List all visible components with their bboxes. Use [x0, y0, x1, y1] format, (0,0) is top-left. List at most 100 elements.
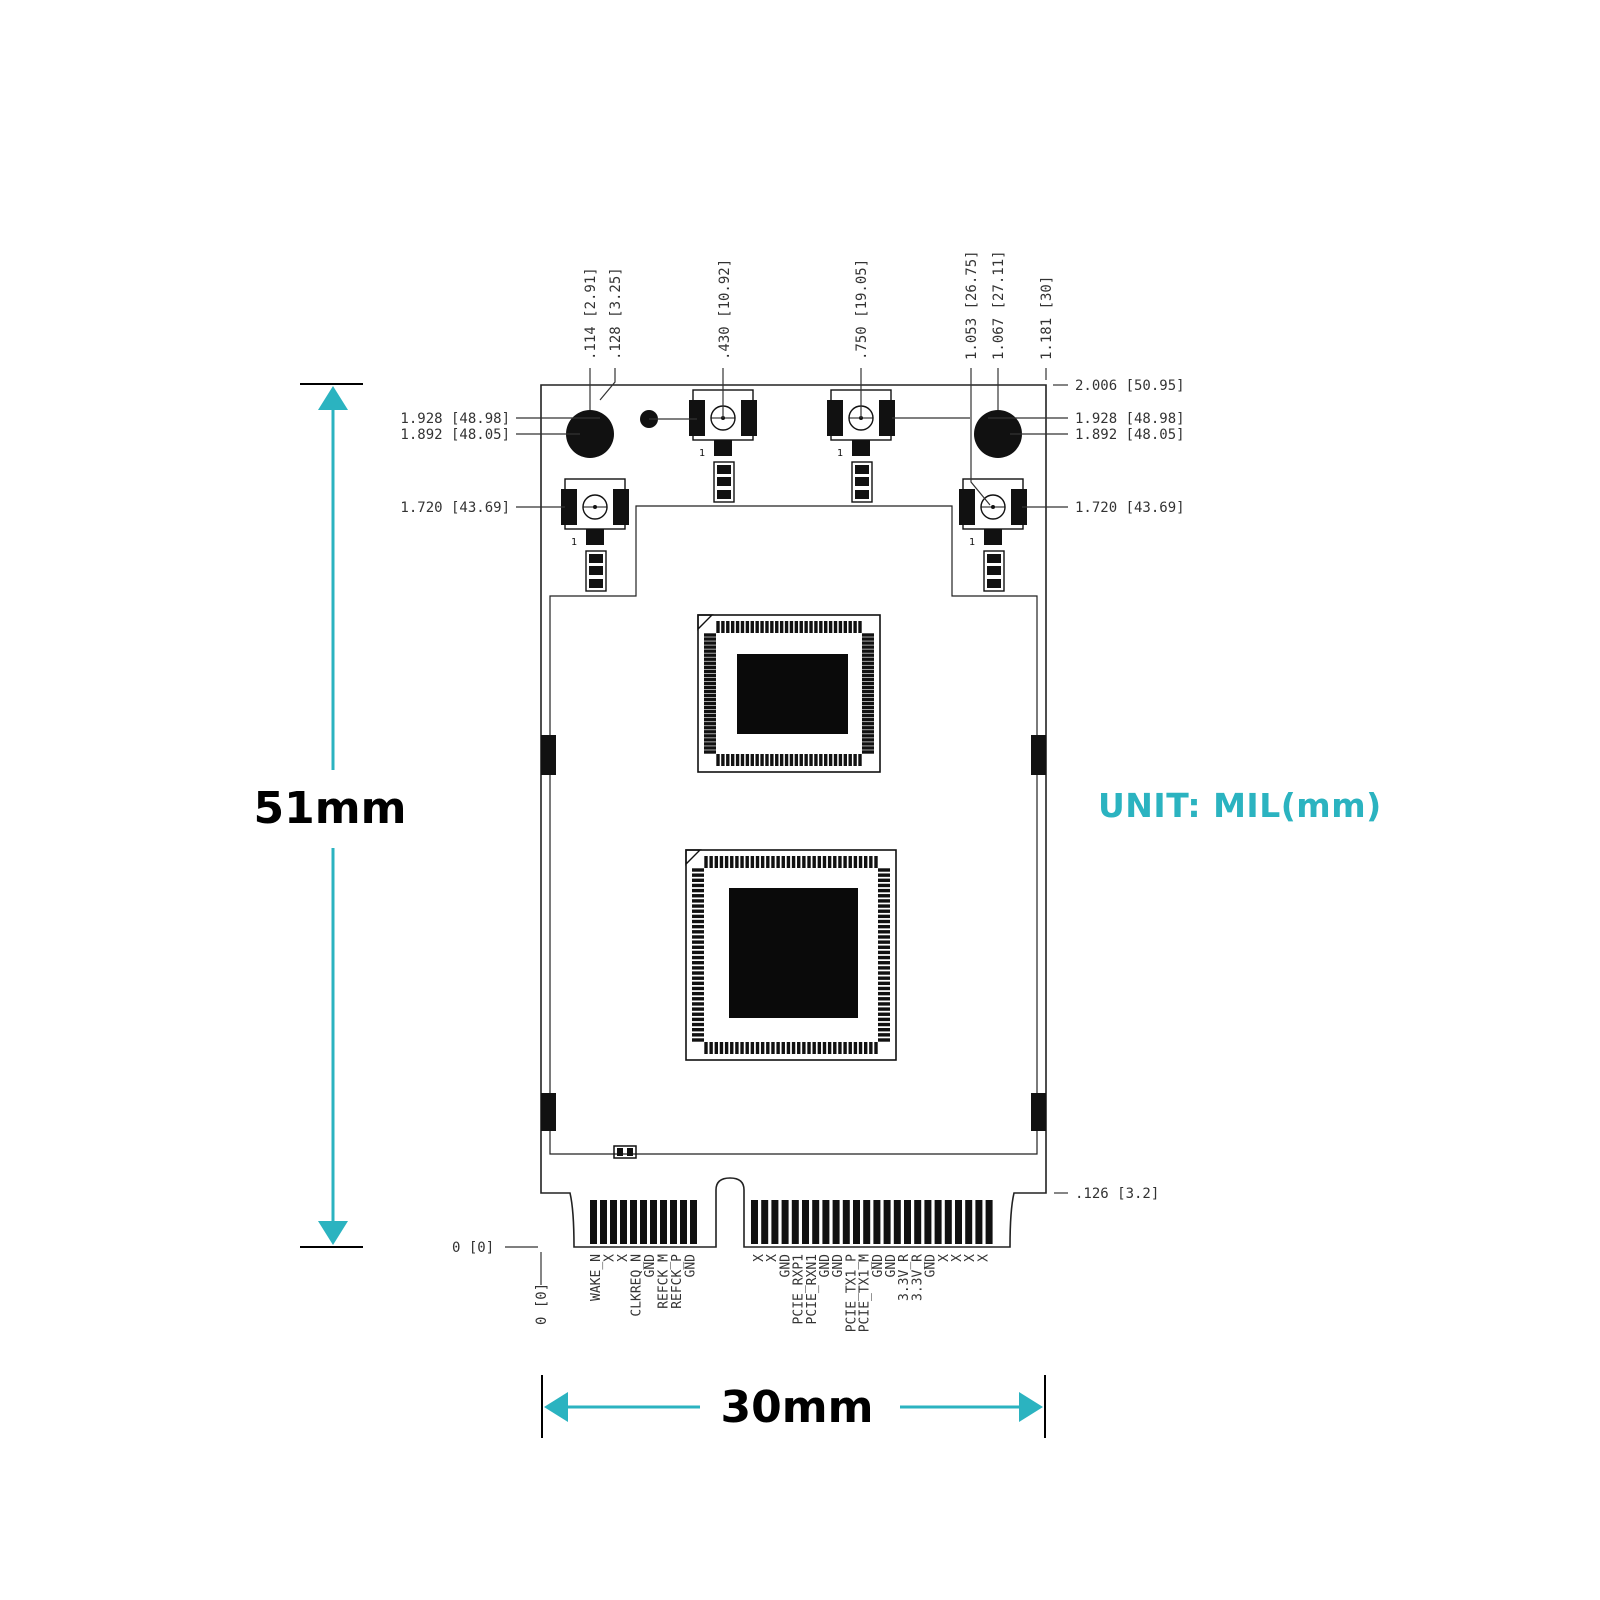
pad — [620, 1200, 627, 1244]
pad — [853, 1200, 860, 1244]
right-pin-label: X — [765, 1254, 780, 1262]
pad — [842, 1200, 850, 1244]
pin1-mark: 1 — [969, 537, 975, 548]
pad — [791, 1200, 799, 1244]
dim-top-4: 1.053 [26.75] — [964, 250, 980, 360]
pad — [781, 1200, 789, 1244]
chip-upper — [697, 614, 881, 773]
pad — [590, 1200, 597, 1244]
pad — [761, 1200, 769, 1244]
pad — [630, 1200, 637, 1244]
edge-connector-pads — [590, 1200, 993, 1244]
pad — [771, 1200, 779, 1244]
right-pin-label: X — [976, 1254, 991, 1262]
dim-top-1: .128 [3.25] — [608, 267, 624, 360]
pad — [650, 1200, 657, 1244]
dim-top-0: .114 [2.91] — [583, 267, 599, 360]
pad — [690, 1200, 697, 1244]
mounting-hole-left — [566, 410, 614, 458]
unit-label: UNIT: MIL(mm) — [1098, 786, 1382, 825]
left-pin-label: REFCK_M — [657, 1254, 672, 1309]
dim-top-3: .750 [19.05] — [854, 259, 870, 360]
pad — [832, 1200, 840, 1244]
pad — [955, 1200, 962, 1244]
dim-right-0: 2.006 [50.95] — [1075, 378, 1185, 394]
right-pin-label: 3.3V_R — [897, 1254, 912, 1301]
pad — [883, 1200, 891, 1244]
right-pin-label: GND — [884, 1254, 899, 1278]
pad — [985, 1200, 993, 1244]
pin1-mark: 1 — [837, 448, 843, 459]
antenna-connector-2: 1 — [827, 389, 895, 503]
dim-top-6: 1.181 [30] — [1039, 276, 1055, 360]
pad — [924, 1200, 932, 1244]
right-pin-label: GND — [871, 1254, 886, 1278]
small-component — [613, 1145, 637, 1159]
pad — [904, 1200, 911, 1244]
mounting-holes — [566, 410, 1022, 458]
mounting-hole-right — [974, 410, 1022, 458]
left-dimension-texts: 1.928 [48.98] 1.892 [48.05] 1.720 [43.69… — [400, 411, 510, 516]
left-pin-label: GND — [684, 1254, 699, 1278]
pad — [660, 1200, 667, 1244]
board-outline — [540, 384, 1047, 1248]
right-pin-label: PCIE_RXN1 — [805, 1254, 820, 1324]
pin1-mark: 1 — [699, 448, 705, 459]
origin-x-label: 0 [0] — [452, 1240, 494, 1256]
right-pin-label: GND — [831, 1254, 846, 1278]
pad — [934, 1200, 942, 1244]
pad — [640, 1200, 647, 1244]
right-pin-label: GND — [818, 1254, 833, 1278]
pad — [610, 1200, 617, 1244]
right-pin-label: 3.3V_R — [910, 1254, 925, 1301]
dim-left-0: 1.928 [48.98] — [400, 411, 510, 427]
dim-right-4: .126 [3.2] — [1075, 1186, 1159, 1202]
dim-left-1: 1.892 [48.05] — [400, 427, 510, 443]
right-pin-label: PCIE_TX1_P — [844, 1254, 859, 1332]
right-pin-label: X — [950, 1254, 965, 1262]
pad — [863, 1200, 871, 1244]
pad — [965, 1200, 973, 1244]
pad — [914, 1200, 922, 1244]
left-pin-label: WAKE_N — [589, 1254, 604, 1301]
right-dimension-texts: 2.006 [50.95] 1.928 [48.98] 1.892 [48.05… — [1075, 378, 1185, 1202]
pad — [975, 1200, 983, 1244]
pad — [751, 1200, 758, 1244]
pad — [680, 1200, 687, 1244]
pad — [802, 1200, 809, 1244]
dimension-leaders — [505, 368, 1068, 1285]
pad — [670, 1200, 677, 1244]
origin-y-label: 0 [0] — [534, 1283, 550, 1325]
top-dimension-texts: .114 [2.91] .128 [3.25] .430 [10.92] .75… — [583, 250, 1055, 360]
right-pin-label: PCIE_TX1_M — [858, 1254, 873, 1332]
width-dimension: 30mm — [541, 1375, 1046, 1438]
pad — [893, 1200, 901, 1244]
chip-lower — [685, 849, 897, 1061]
pin1-mark: 1 — [571, 537, 577, 548]
antenna-connector-3: 1 — [561, 478, 629, 592]
left-pin-label: CLKREQ_N — [630, 1254, 645, 1317]
pad — [600, 1200, 607, 1244]
dim-left-2: 1.720 [43.69] — [400, 500, 510, 516]
dim-right-2: 1.892 [48.05] — [1075, 427, 1185, 443]
left-pin-label: X — [603, 1254, 618, 1262]
left-pin-label: GND — [643, 1254, 658, 1278]
left-pin-label: REFCK_P — [670, 1254, 685, 1309]
left-pin-label: X — [616, 1254, 631, 1262]
antenna-connectors: 1 1 1 1 — [561, 389, 1027, 592]
right-pin-label: GND — [778, 1254, 793, 1278]
dim-right-3: 1.720 [43.69] — [1075, 500, 1185, 516]
right-pin-label: X — [937, 1254, 952, 1262]
origin-texts: 0 [0] 0 [0] — [452, 1240, 550, 1325]
dim-top-5: 1.067 [27.11] — [991, 250, 1007, 360]
height-dimension: 51mm — [254, 383, 406, 1248]
right-pin-label: X — [963, 1254, 978, 1262]
width-label: 30mm — [721, 1382, 874, 1433]
pad — [812, 1200, 820, 1244]
pad — [944, 1200, 952, 1244]
right-pin-label: X — [752, 1254, 767, 1262]
ic-chips — [685, 614, 897, 1061]
antenna-connector-4: 1 — [959, 478, 1027, 592]
